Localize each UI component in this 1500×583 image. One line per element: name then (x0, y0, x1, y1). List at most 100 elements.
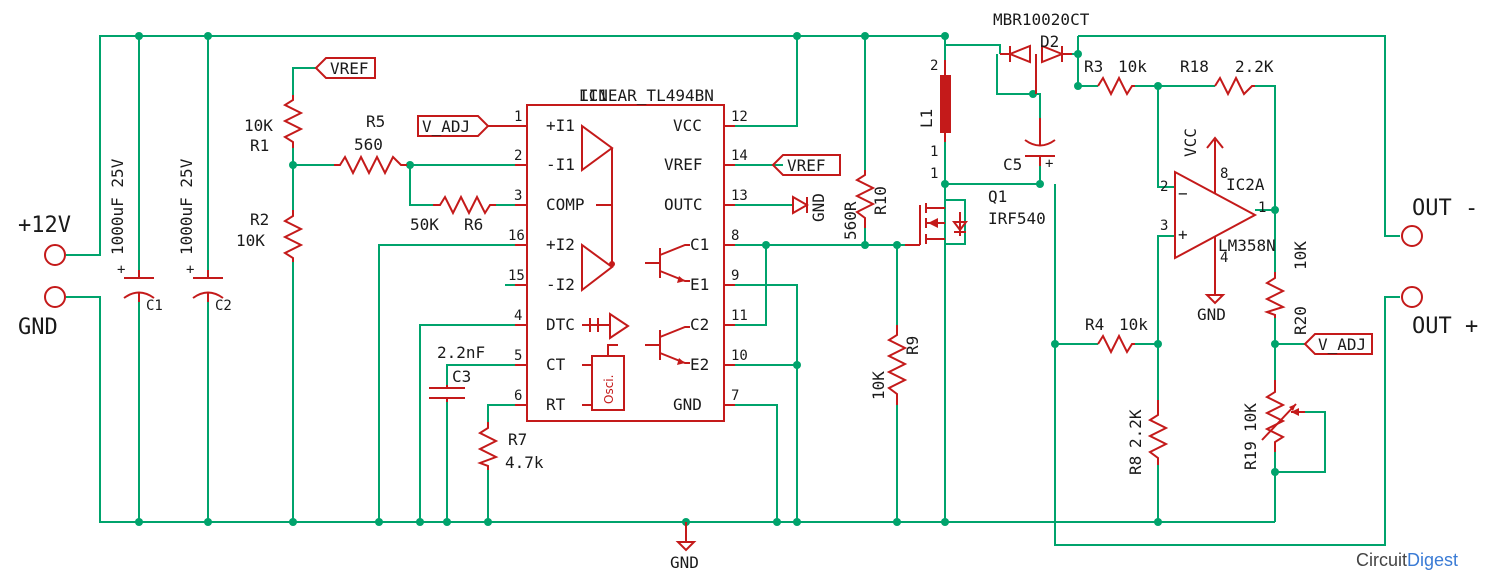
capacitor-c3: 2.2nF C3 (429, 343, 485, 402)
svg-text:2: 2 (1160, 179, 1168, 195)
resistor-r1: 10K R1 (244, 95, 304, 155)
resistor-r3: R3 10k (1084, 57, 1147, 97)
power-connector: +12V GND (18, 213, 71, 340)
svg-text:CT: CT (546, 355, 566, 374)
svg-text:E1: E1 (690, 275, 709, 294)
q1-part: IRF540 (988, 209, 1046, 228)
c3-name: C3 (452, 367, 471, 386)
svg-text:2: 2 (930, 58, 938, 74)
svg-text:9: 9 (731, 268, 739, 284)
dtc-comparator-icon (582, 312, 630, 340)
resistor-r10: R10 560R (841, 170, 890, 240)
svg-text:-I2: -I2 (546, 275, 575, 294)
r1-value: 10K (244, 116, 273, 135)
r8-name: R8 (1126, 456, 1145, 475)
svg-text:4: 4 (514, 308, 522, 324)
ic2a-name: IC2A (1226, 175, 1265, 194)
junction-dots (135, 32, 1279, 526)
resistor-r9: R9 10K (869, 325, 922, 405)
r3-value: 10k (1118, 57, 1147, 76)
svg-text:-I1: -I1 (546, 155, 575, 174)
out-minus-terminal-icon (1401, 225, 1423, 247)
svg-text:CircuitDigest: CircuitDigest (1356, 550, 1458, 570)
gnd-terminal-icon (44, 286, 66, 308)
r9-value: 10K (869, 371, 888, 400)
c2-value: 1000uF 25V (177, 158, 196, 255)
capacitor-c1: + C1 1000uF 25V (108, 158, 163, 314)
r18-value: 2.2K (1235, 57, 1274, 76)
opamp-gnd-label: GND (1197, 305, 1226, 324)
svg-text:13: 13 (731, 188, 748, 204)
svg-text:VREF: VREF (330, 59, 369, 78)
error-amp-2-icon (581, 243, 614, 293)
r7-value: 4.7k (505, 453, 544, 472)
svg-text:V_ADJ: V_ADJ (1318, 335, 1366, 354)
vcc-label: VCC (1181, 128, 1200, 157)
out-minus-label: OUT - (1412, 196, 1478, 221)
svg-text:VCC: VCC (673, 116, 702, 135)
svg-text:12: 12 (731, 109, 748, 125)
ic1-left-pins: 1 2 3 16 15 4 5 6 +I1 -I1 COMP +I2 -I2 D… (508, 109, 585, 414)
svg-text:6: 6 (514, 388, 522, 404)
vref-net-label-left: VREF (314, 57, 376, 79)
circuitdigest-logo: CircuitDigest (1356, 550, 1458, 570)
c2-name: C2 (215, 298, 232, 314)
c1-value: 1000uF 25V (108, 158, 127, 255)
r9-name: R9 (903, 336, 922, 355)
r20-name: R20 (1291, 306, 1310, 335)
inductor-l1: 2 1 1 L1 (917, 58, 951, 182)
r3-name: R3 (1084, 57, 1103, 76)
ic1-right-pins: 12 14 13 8 9 11 10 7 VCC VREF OUTC C1 E1… (664, 109, 748, 414)
svg-text:4: 4 (1220, 250, 1228, 266)
plus12v-terminal-icon (44, 244, 66, 266)
outc-gnd-symbol: GND (792, 193, 828, 222)
r6-value: 50K (410, 215, 439, 234)
q1-name: Q1 (988, 187, 1007, 206)
svg-text:GND: GND (670, 553, 699, 572)
svg-text:+: + (186, 262, 194, 278)
svg-text:11: 11 (731, 308, 748, 324)
svg-text:−: − (1178, 184, 1188, 203)
resistor-r20: 10K R20 (1263, 241, 1310, 335)
potentiometer-r19: R19 10K (1241, 380, 1305, 470)
svg-text:+I2: +I2 (546, 235, 575, 254)
diode-d2: MBR10020CT D2 (993, 10, 1090, 94)
svg-text:10: 10 (731, 348, 748, 364)
ic1-tl494: IC1 LINEAR_TL494BN 1 2 3 16 15 4 5 6 +I1… (508, 86, 748, 422)
svg-text:3: 3 (1160, 218, 1168, 234)
r8-value: 2.2K (1126, 409, 1145, 448)
svg-text:16: 16 (508, 228, 525, 244)
r5-value: 560 (354, 135, 383, 154)
plus12v-label: +12V (18, 213, 71, 238)
capacitor-c2: + C2 1000uF 25V (177, 158, 232, 314)
ic1-part: LINEAR_TL494BN (579, 86, 714, 105)
error-amp-1-icon (581, 124, 614, 172)
svg-text:8: 8 (1220, 166, 1228, 182)
svg-text:GND: GND (809, 193, 828, 222)
resistor-r8: R8 2.2K (1126, 400, 1169, 475)
capacitor-c5: + C5 (1003, 118, 1056, 174)
v-adj-net-label-left: V_ADJ (417, 115, 515, 137)
svg-text:OUTC: OUTC (664, 195, 703, 214)
svg-text:15: 15 (508, 268, 525, 284)
svg-text:2: 2 (514, 148, 522, 164)
oscillator-block: Osci. (582, 344, 625, 411)
resistor-r6: 50K R6 (410, 194, 496, 234)
r2-name: R2 (250, 210, 269, 229)
c5-name: C5 (1003, 155, 1022, 174)
svg-text:+: + (117, 262, 125, 278)
c3-value: 2.2nF (437, 343, 485, 362)
svg-text:COMP: COMP (546, 195, 585, 214)
svg-text:8: 8 (731, 228, 739, 244)
svg-text:VREF: VREF (664, 155, 703, 174)
mosfet-q1: Q1 IRF540 (905, 187, 1046, 246)
ic2a-part: LM358N (1218, 236, 1276, 255)
r1-name: R1 (250, 136, 269, 155)
svg-text:C1: C1 (690, 235, 709, 254)
ic1-name: IC1 (579, 86, 608, 105)
v-adj-net-label-right: V_ADJ (1303, 333, 1373, 355)
wires (66, 35, 1400, 546)
vref-net-label-right: VREF (771, 154, 841, 176)
